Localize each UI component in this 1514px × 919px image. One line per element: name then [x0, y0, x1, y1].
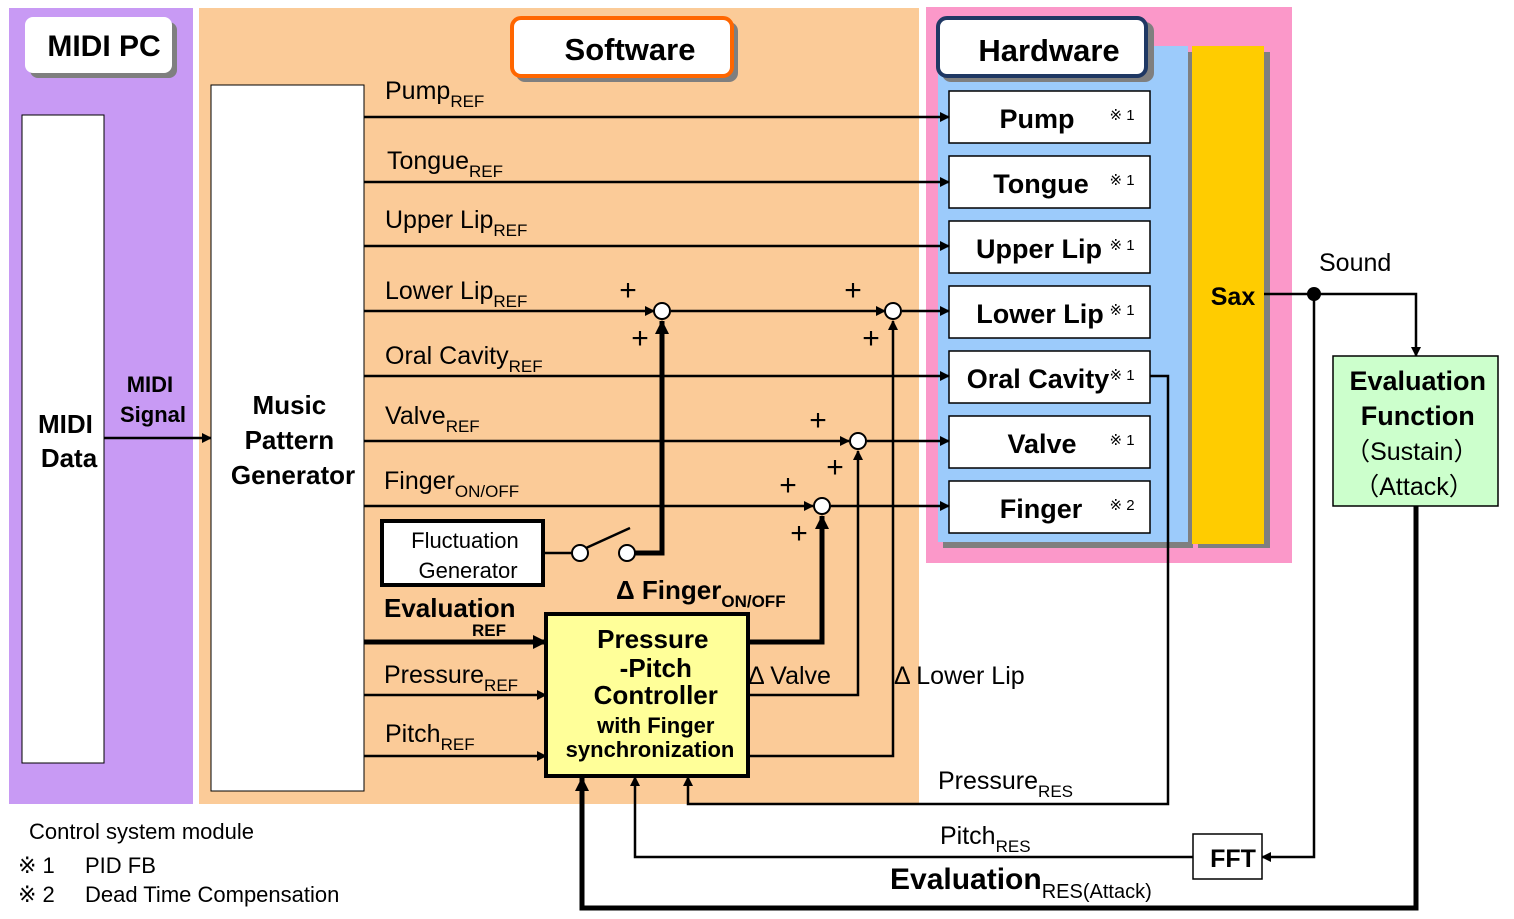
midi-data-box: [21, 114, 105, 764]
plus-sign: +: [619, 274, 637, 307]
sax-label: Sax: [1211, 283, 1256, 311]
midi-pc-title-box: [25, 17, 172, 73]
switch-lever: [585, 526, 631, 550]
hardware-item-oral-cavity-box: [948, 350, 1151, 404]
software-title-box: [510, 16, 734, 78]
oral-cavity-ref-label: Oral CavityREF: [385, 342, 543, 376]
hardware-item-tongue: Tongue: [993, 169, 1088, 199]
fft-label: FFT: [1210, 845, 1256, 873]
switch-contact-right: [618, 544, 636, 562]
legend-item-1-mark: ※ 1: [18, 853, 55, 878]
delta-finger-arrow: [748, 515, 829, 645]
software-title: Software: [565, 32, 696, 67]
delta-valve-label: Δ Valve: [748, 662, 831, 690]
hardware-item-finger: Finger: [1000, 494, 1083, 524]
hardware-item-lower-lip-note: ※ 1: [1109, 302, 1134, 319]
hardware-title: Hardware: [978, 33, 1119, 68]
sax-block: [1192, 46, 1264, 544]
fft-box: [1192, 833, 1263, 880]
valve-ref-label: ValveREF: [385, 402, 480, 436]
hardware-item-tongue-box: [948, 155, 1151, 209]
plus-sign: +: [790, 517, 808, 550]
sum-junction-lower-lip-2: [884, 302, 902, 320]
hardware-item-valve-box: [948, 415, 1151, 469]
pressure-pitch-controller-label: Pressure -Pitch Controller with Finger s…: [566, 624, 735, 762]
hardware-items: Pump ※ 1 Tongue ※ 1 Upper Lip ※ 1 Lower …: [948, 90, 1151, 534]
midi-signal-label: MIDI Signal: [120, 372, 186, 427]
hardware-item-upper-lip-note: ※ 1: [1109, 237, 1134, 254]
delta-lower-lip-label: Δ Lower Lip: [894, 662, 1025, 690]
legend-item-2-text: Dead Time Compensation: [85, 882, 339, 907]
delta-finger-label: Δ FingerON/OFF: [616, 575, 786, 611]
plus-sign: +: [809, 404, 827, 437]
evaluation-function-label: Evaluation Function （Sustain） （Attack）: [1345, 366, 1490, 501]
hardware-item-valve-note: ※ 1: [1109, 432, 1134, 449]
pressure-res-label: PressureRES: [938, 767, 1073, 801]
plus-sign: +: [631, 322, 649, 355]
finger-on-off-label: FingerON/OFF: [384, 467, 519, 501]
hardware-item-pump-note: ※ 1: [1109, 107, 1134, 124]
hardware-item-oral-cavity: Oral Cavity: [967, 364, 1110, 394]
delta-valve-arrow: [748, 450, 863, 697]
tongue-ref-label: TongueREF: [387, 147, 503, 181]
legend-item-1-text: PID FB: [85, 853, 156, 878]
hardware-item-lower-lip-box: [948, 285, 1151, 339]
midi-data-label: MIDI Data: [38, 409, 100, 473]
lower-lip-ref-label: Lower LipREF: [385, 277, 527, 311]
fluctuation-to-lower-lip-arrow: [635, 320, 669, 556]
sound-label: Sound: [1319, 249, 1391, 277]
pressure-res-feedback-arrow: [683, 374, 1170, 806]
evaluation-ref-sub: REF: [472, 621, 506, 640]
hardware-title-box: [936, 16, 1148, 78]
hardware-item-tongue-note: ※ 1: [1109, 172, 1134, 189]
evaluation-ref-label: Evaluation: [384, 593, 515, 623]
pump-ref-label: PumpREF: [385, 77, 484, 111]
pitch-res-label: PitchRES: [940, 822, 1031, 856]
upper-lip-ref-label: Upper LipREF: [385, 206, 527, 240]
plus-sign: +: [862, 322, 880, 355]
evaluation-function-box: [1332, 355, 1499, 507]
sum-junction-lower-lip-1: [653, 302, 671, 320]
plus-sign: +: [779, 469, 797, 502]
music-pattern-generator-box: [210, 84, 365, 792]
sum-junction-finger: [813, 497, 831, 515]
music-pattern-generator-label: Music Pattern Generator: [231, 390, 355, 490]
hardware-item-pump: Pump: [999, 104, 1074, 134]
pressure-ref-label: PressureREF: [384, 661, 518, 695]
switch-contact-left: [571, 544, 589, 562]
pitch-ref-label: PitchREF: [385, 720, 475, 754]
hardware-item-pump-box: [948, 90, 1151, 144]
hardware-item-upper-lip-box: [948, 220, 1151, 274]
hardware-item-upper-lip: Upper Lip: [976, 234, 1102, 264]
delta-lower-lip-arrow: [748, 320, 898, 758]
midi-pc-title: MIDI PC: [47, 30, 160, 63]
hardware-item-valve: Valve: [1007, 429, 1076, 459]
pitch-res-feedback-arrow: [630, 776, 1193, 859]
plus-sign: +: [826, 451, 844, 484]
legend-title: Control system module: [29, 819, 254, 844]
hardware-item-oral-cavity-note: ※ 1: [1109, 367, 1134, 384]
evaluation-res-label: EvaluationRES(Attack): [890, 863, 1152, 903]
sound-to-fft-arrow: [1261, 294, 1316, 862]
plus-sign: +: [844, 274, 862, 307]
sum-junction-valve: [849, 432, 867, 450]
legend-item-2-mark: ※ 2: [18, 882, 55, 907]
hardware-item-finger-box: [948, 480, 1151, 534]
fluctuation-generator-label: Fluctuation Generator: [411, 528, 525, 583]
sound-to-evaluation-arrow: [1314, 292, 1421, 357]
evaluation-res-feedback-arrow: [575, 506, 1419, 911]
hardware-item-finger-note: ※ 2: [1109, 497, 1134, 514]
hardware-item-lower-lip: Lower Lip: [976, 299, 1104, 329]
